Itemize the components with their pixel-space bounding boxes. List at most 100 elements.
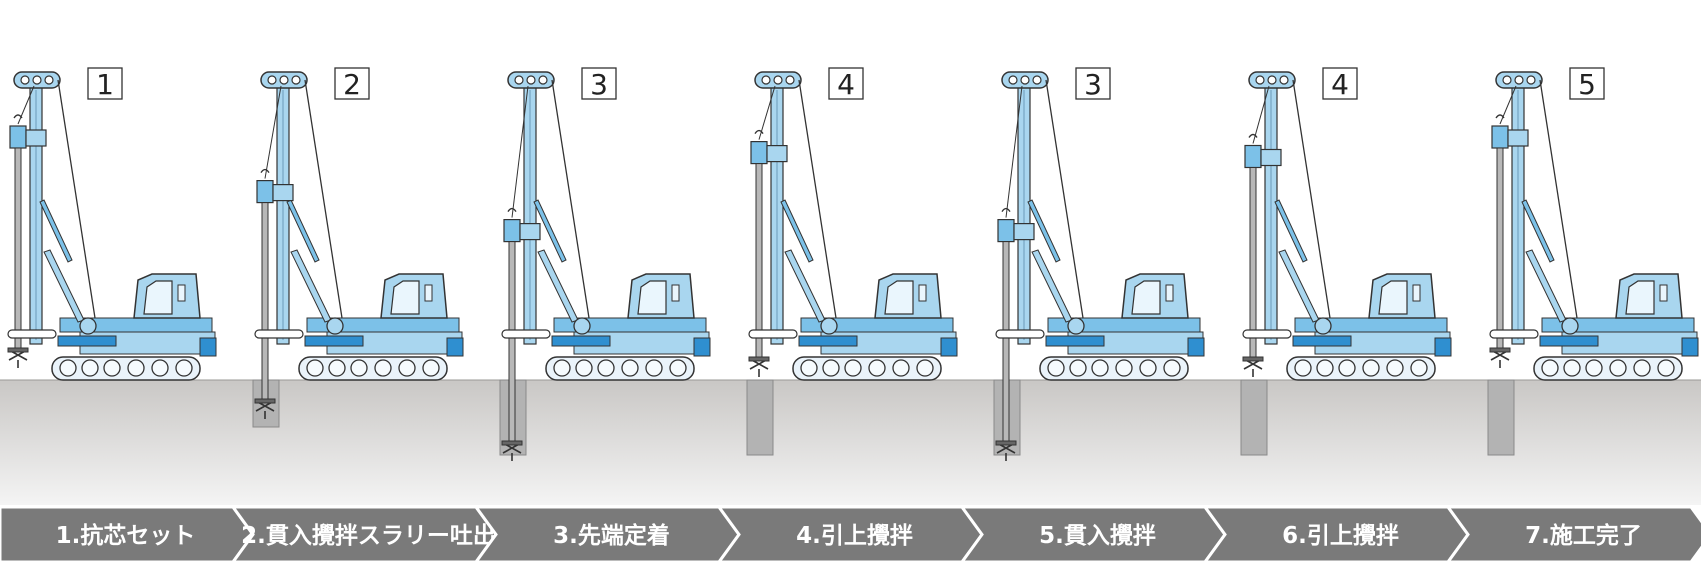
auger-motor <box>750 141 768 165</box>
track-wheel <box>1609 359 1627 377</box>
cab-side-window <box>671 284 680 302</box>
mast-stay <box>1278 249 1320 323</box>
sheave-pulley <box>267 75 277 85</box>
backstay-wire <box>1292 79 1331 319</box>
track-wheel <box>868 359 886 377</box>
auger-rod <box>1002 241 1010 444</box>
step-number-badge <box>1569 67 1605 100</box>
track-wheel <box>127 359 145 377</box>
sheave-pulley <box>44 75 54 85</box>
rod-guide <box>254 329 304 339</box>
drive-head-bracket <box>25 129 47 147</box>
swivel-hook <box>13 114 23 119</box>
rod-guide <box>501 329 551 339</box>
sheave-pulley <box>1020 75 1030 85</box>
mast-stay <box>784 249 826 323</box>
backstay-wire <box>798 79 837 319</box>
auger-motor <box>1244 144 1262 169</box>
mast-cylinder <box>286 199 320 263</box>
drive-head-bracket <box>272 184 294 202</box>
step-number-text: 5 <box>1578 68 1596 101</box>
sheave-pulley <box>1279 75 1289 85</box>
soil-column <box>1240 379 1268 456</box>
track-wheel <box>1338 359 1356 377</box>
soil-column <box>746 379 774 456</box>
mast-cylinder <box>1521 199 1555 263</box>
rod-guide <box>1242 329 1292 339</box>
track-wheel <box>1633 359 1651 377</box>
step-number-badge <box>828 67 864 100</box>
rig-stage-6: 4 <box>1240 67 1452 456</box>
track-wheel <box>175 359 193 377</box>
rig-stage-1: 1 <box>7 67 217 381</box>
track-wheel <box>422 359 440 377</box>
machine-beam <box>798 335 858 347</box>
track-wheel <box>1362 359 1380 377</box>
track-wheel <box>669 359 687 377</box>
cab-window <box>1625 280 1655 315</box>
auger-blade-plate <box>501 440 523 446</box>
auger-rod <box>14 147 22 351</box>
backstay-wire <box>1045 79 1084 319</box>
step-label: 6.引上攪拌 <box>1282 523 1399 549</box>
hoist-line <box>758 85 776 140</box>
step-label: 3.先端定着 <box>553 522 670 549</box>
auger-blade-plate <box>748 356 770 362</box>
counterweight <box>199 337 217 357</box>
step-chevron <box>231 507 498 562</box>
track-wheel <box>822 359 840 377</box>
mast-pivot <box>1314 317 1332 335</box>
swivel-hook <box>1248 133 1258 138</box>
sheave-pulley <box>1514 75 1524 85</box>
soil-column <box>1487 379 1515 456</box>
track-wheel <box>350 359 368 377</box>
counterweight <box>940 337 958 357</box>
rig-stage-7: 5 <box>1487 67 1699 456</box>
cab-window <box>390 280 420 315</box>
mast-pivot <box>820 317 838 335</box>
mast-pivot <box>1067 317 1085 335</box>
mast-stay <box>537 249 579 323</box>
step-number-badge <box>334 67 370 100</box>
step-label: 2.貫入攪拌スラリー吐出 <box>241 523 496 549</box>
mast-stay <box>43 249 85 323</box>
swivel-hook <box>1495 114 1505 119</box>
hoist-line <box>511 85 529 218</box>
track-wheel <box>1163 359 1181 377</box>
track-wheel <box>1047 359 1065 377</box>
step-number-text: 2 <box>343 68 361 101</box>
track-wheel <box>328 359 346 377</box>
track-wheel <box>645 359 663 377</box>
counterweight <box>1434 337 1452 357</box>
sheave-pulley <box>785 75 795 85</box>
step-number-badge <box>581 67 617 100</box>
step-label: 4.引上攪拌 <box>796 523 913 549</box>
rig-stage-2: 2 <box>252 67 464 428</box>
mast-cylinder <box>533 199 567 263</box>
machine-beam <box>1292 335 1352 347</box>
sheave-pulley <box>279 75 289 85</box>
track-wheel <box>1069 359 1087 377</box>
auger-blade-plate <box>1489 347 1511 353</box>
machine-beam <box>551 335 611 347</box>
step-chevron <box>474 507 741 562</box>
sheave-pulley <box>538 75 548 85</box>
track-wheel <box>59 359 77 377</box>
sheave-pulley <box>514 75 524 85</box>
cab-window <box>1131 280 1161 315</box>
auger-blade-plate <box>1242 356 1264 362</box>
track-wheel <box>892 359 910 377</box>
ground <box>0 380 1701 505</box>
track-wheel <box>844 359 862 377</box>
track-wheel <box>103 359 121 377</box>
track-wheel <box>1410 359 1428 377</box>
step-number-badge <box>1322 67 1358 100</box>
mast-cylinder <box>1274 199 1308 263</box>
step-number-text: 4 <box>837 68 855 101</box>
rig-stage-5: 3 <box>993 67 1205 461</box>
track-wheel <box>374 359 392 377</box>
counterweight <box>1187 337 1205 357</box>
step-number-text: 3 <box>590 68 608 101</box>
step-chevron <box>1203 507 1470 562</box>
